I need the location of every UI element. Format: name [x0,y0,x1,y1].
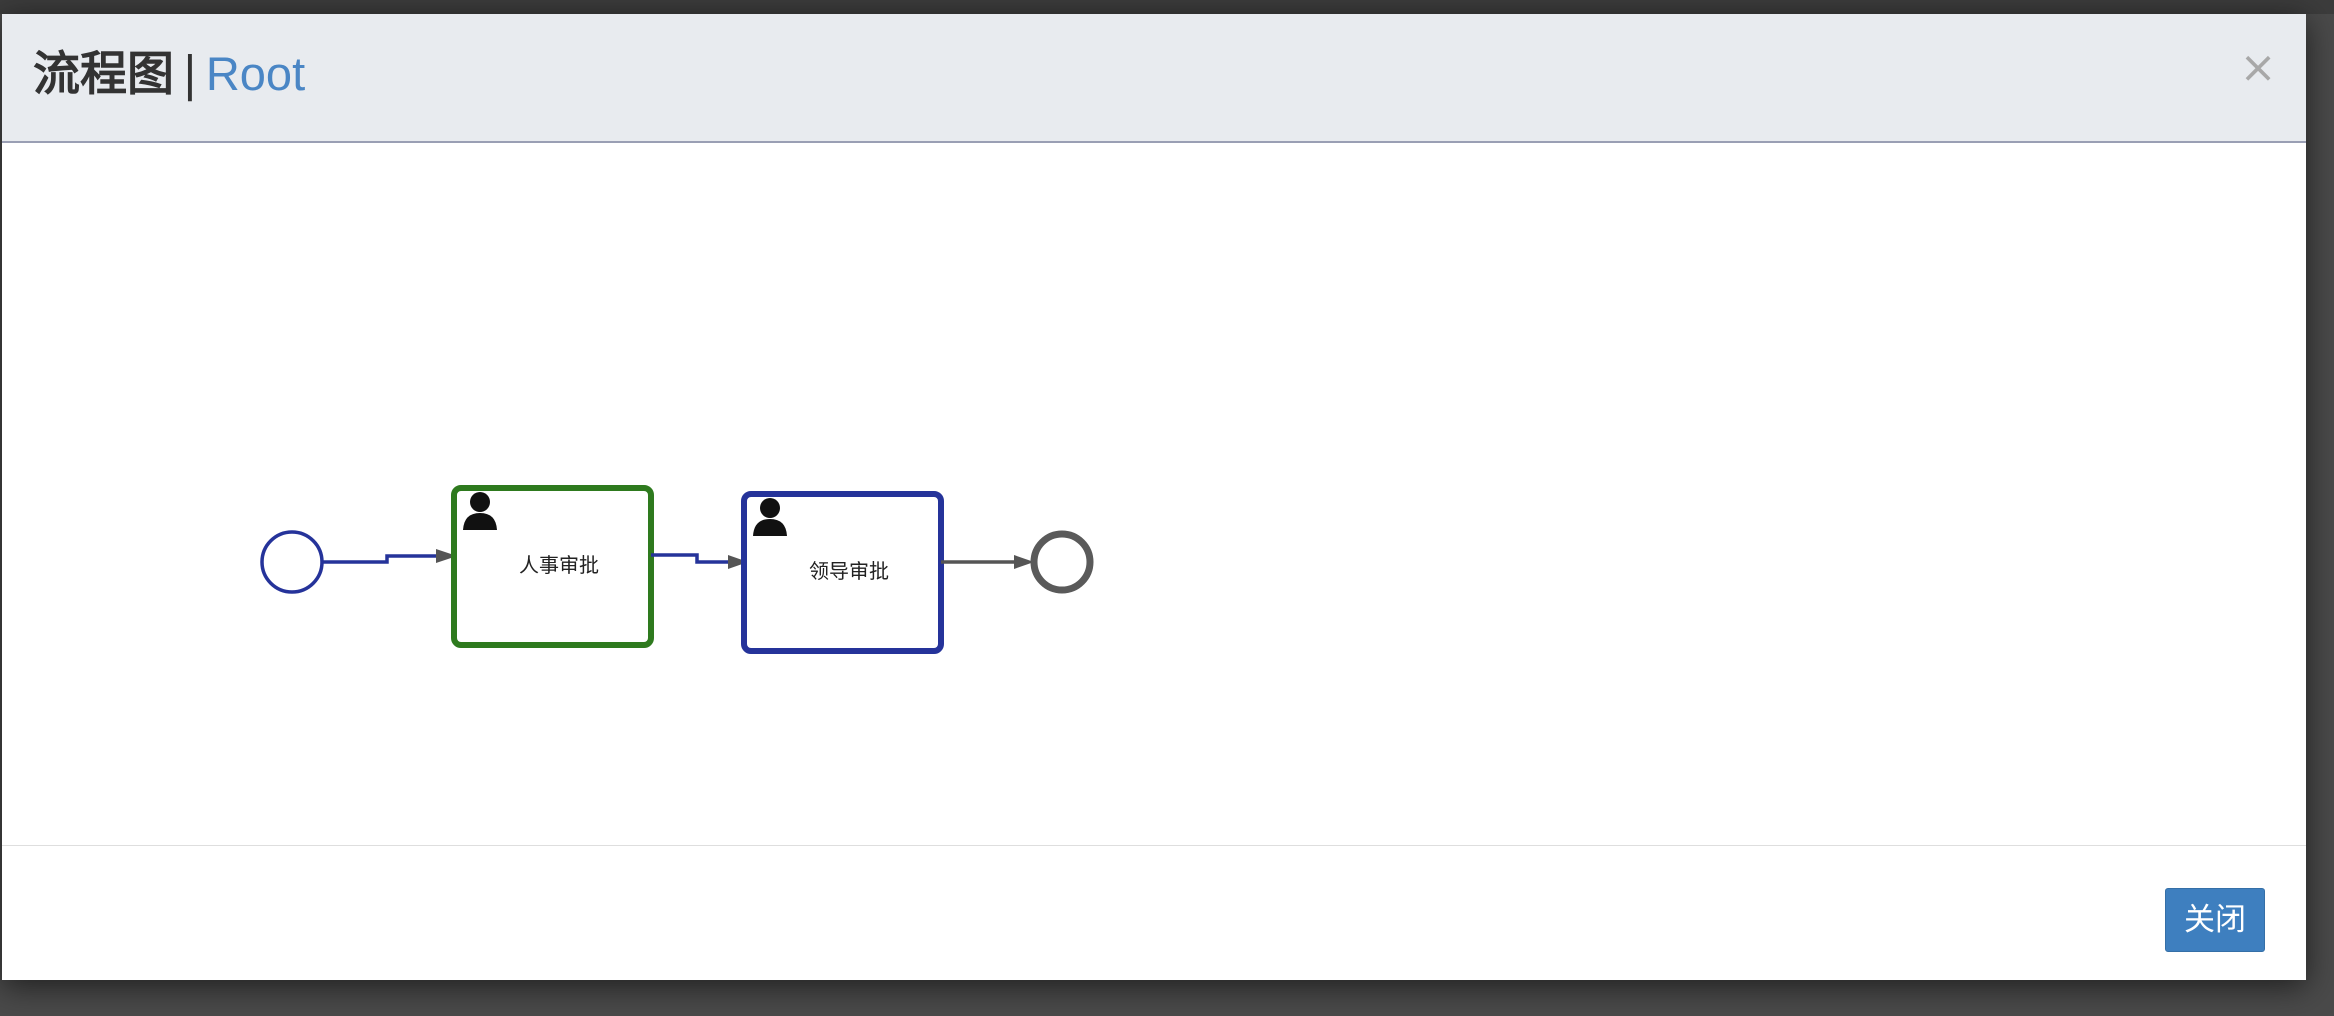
bpmn-diagram: 人事审批 领导审批 [260,485,1094,654]
close-button[interactable]: 关闭 [2165,888,2265,952]
task-label: 人事审批 [519,553,599,577]
user-icon [753,498,787,536]
dialog-title: 流程图|Root [33,44,305,104]
page-backdrop [0,0,2334,14]
sequence-flow-start-to-task1 [322,554,454,564]
start-event[interactable] [260,530,324,594]
dialog-body: 人事审批 领导审批 [2,143,2306,845]
end-event[interactable] [1030,530,1094,594]
process-diagram-dialog: 流程图|Root × [2,14,2306,980]
user-task-leader-approval[interactable]: 领导审批 [741,491,944,654]
dialog-title-text: 流程图 [33,47,174,102]
task-label: 领导审批 [809,559,889,583]
sequence-flow-task1-to-task2 [651,553,744,564]
dialog-header: 流程图|Root × [2,14,2306,143]
dialog-footer: 关闭 [2,845,2306,980]
arrowhead-task2-to-end [1014,555,1034,569]
user-task-hr-approval[interactable]: 人事审批 [451,485,654,648]
close-icon[interactable]: × [2239,42,2277,93]
dialog-subtitle: Root [205,47,306,100]
arrowhead-task1-to-task2 [728,555,748,569]
user-icon [463,492,497,530]
arrowhead-start-to-task1 [436,549,457,563]
title-separator: | [182,47,198,102]
